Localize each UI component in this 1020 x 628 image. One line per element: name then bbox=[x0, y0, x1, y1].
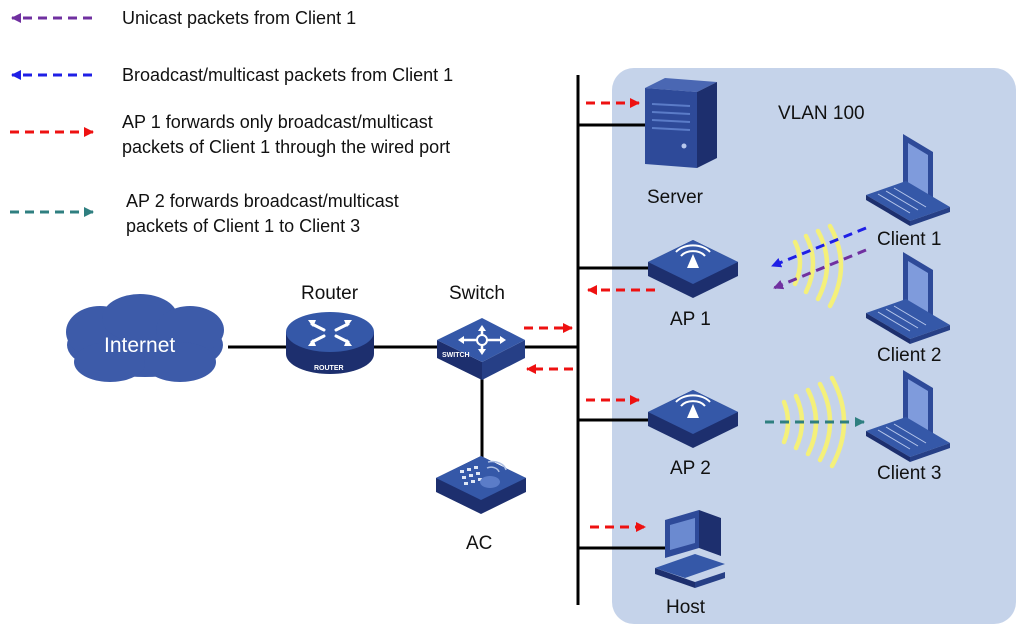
client2-label: Client 2 bbox=[877, 345, 941, 366]
client1-laptop-icon bbox=[866, 134, 950, 226]
ap2-label: AP 2 bbox=[670, 458, 711, 479]
legend-ap1-forward-label-line2: packets of Client 1 through the wired po… bbox=[122, 137, 450, 157]
legend-ap2-forward-label-line2: packets of Client 1 to Client 3 bbox=[126, 216, 360, 236]
switch-icon bbox=[437, 318, 525, 380]
ac-label: AC bbox=[466, 533, 492, 554]
client3-laptop-icon bbox=[866, 370, 950, 462]
legend-ap2-forward-label-line1: AP 2 forwards broadcast/multicast bbox=[126, 191, 399, 211]
ap2-icon bbox=[648, 390, 738, 448]
legend-unicast-item: Unicast packets from Client 1 bbox=[11, 8, 356, 28]
internet-cloud-icon bbox=[66, 294, 224, 382]
legend: Unicast packets from Client 1 Broadcast/… bbox=[10, 8, 453, 236]
switch-badge: SWITCH bbox=[442, 352, 470, 359]
switch-label: Switch bbox=[449, 283, 505, 304]
legend-ap2-forward-item: AP 2 forwards broadcast/multicast packet… bbox=[10, 191, 399, 236]
wired-links bbox=[228, 75, 668, 605]
client1-label: Client 1 bbox=[877, 229, 941, 250]
legend-ap1-forward-item: AP 1 forwards only broadcast/multicast p… bbox=[10, 112, 450, 157]
traffic-arrows bbox=[524, 98, 867, 532]
ac-icon bbox=[436, 456, 526, 514]
host-label: Host bbox=[666, 597, 706, 618]
internet-label: Internet bbox=[104, 334, 175, 357]
legend-ap1-forward-label-line1: AP 1 forwards only broadcast/multicast bbox=[122, 112, 433, 132]
unicast-arrow-client1-to-ap1 bbox=[773, 248, 867, 290]
vlan-label: VLAN 100 bbox=[778, 103, 865, 124]
broadcast-arrow-client1-to-ap1 bbox=[771, 226, 867, 268]
ap1-icon bbox=[648, 240, 738, 298]
router-icon bbox=[286, 312, 374, 374]
client3-label: Client 3 bbox=[877, 463, 941, 484]
legend-unicast-label: Unicast packets from Client 1 bbox=[122, 8, 356, 28]
legend-broadcast-label: Broadcast/multicast packets from Client … bbox=[122, 65, 453, 85]
router-label: Router bbox=[301, 283, 359, 304]
server-label: Server bbox=[647, 187, 704, 208]
router-badge: ROUTER bbox=[314, 365, 344, 372]
legend-broadcast-item: Broadcast/multicast packets from Client … bbox=[11, 65, 453, 85]
wifi-waves-client1-icon bbox=[792, 223, 844, 309]
host-icon bbox=[655, 510, 725, 588]
client2-laptop-icon bbox=[866, 252, 950, 344]
server-icon bbox=[645, 78, 717, 168]
ap1-label: AP 1 bbox=[670, 309, 711, 330]
